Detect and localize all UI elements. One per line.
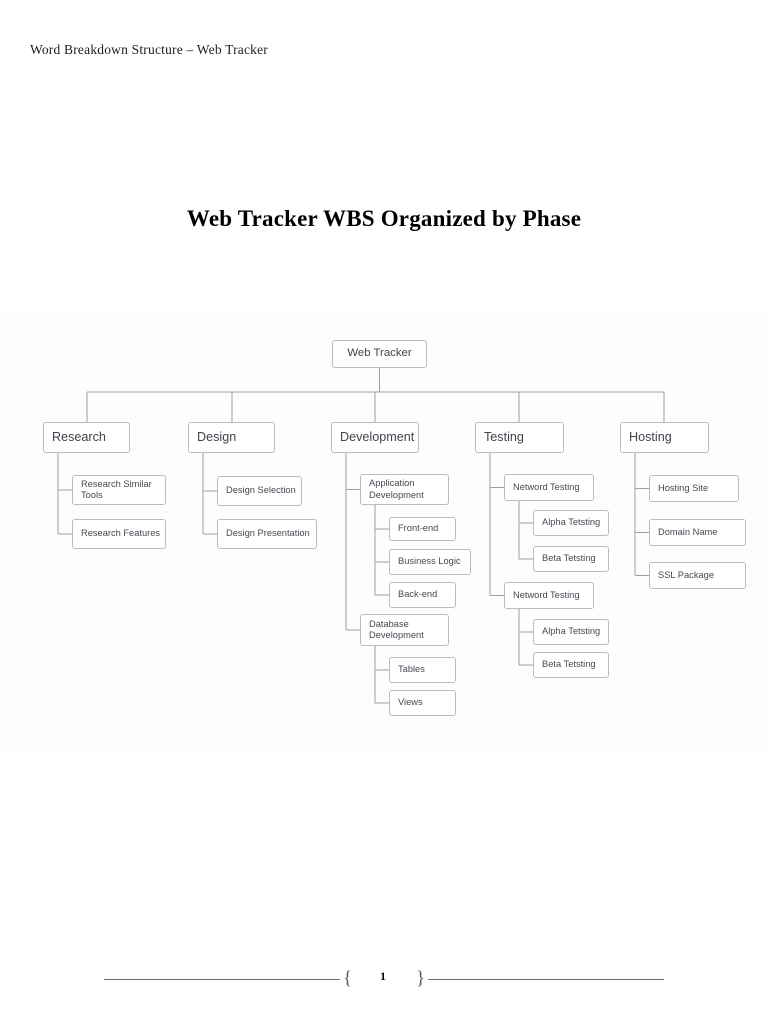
- wbs-node-beta-testing-2: Beta Tetsting: [533, 652, 609, 678]
- wbs-node-research: Research: [43, 422, 130, 453]
- wbs-node-hosting-site: Hosting Site: [649, 475, 739, 502]
- wbs-node-application-development: Application Development: [360, 474, 449, 505]
- wbs-node-research-similar-tools: Research Similar Tools: [72, 475, 166, 505]
- wbs-node-design-presentation: Design Presentation: [217, 519, 317, 549]
- wbs-node-network-testing-2: Netword Testing: [504, 582, 594, 609]
- wbs-node-research-features: Research Features: [72, 519, 166, 549]
- footer-rule-right: [428, 979, 664, 980]
- wbs-node-design-selection: Design Selection: [217, 476, 302, 506]
- wbs-node-network-testing-1: Netword Testing: [504, 474, 594, 501]
- wbs-node-business-logic: Business Logic: [389, 549, 471, 575]
- wbs-node-tables: Tables: [389, 657, 456, 683]
- wbs-node-views: Views: [389, 690, 456, 716]
- wbs-node-alpha-testing-2: Alpha Tetsting: [533, 619, 609, 645]
- wbs-node-alpha-testing-1: Alpha Tetsting: [533, 510, 609, 536]
- wbs-node-testing: Testing: [475, 422, 564, 453]
- document-header: Word Breakdown Structure – Web Tracker: [30, 42, 269, 57]
- wbs-node-beta-testing-1: Beta Tetsting: [533, 546, 609, 572]
- wbs-node-ssl-package: SSL Package: [649, 562, 746, 589]
- wbs-node-design: Design: [188, 422, 275, 453]
- wbs-node-root: Web Tracker: [332, 340, 427, 368]
- wbs-node-front-end: Front-end: [389, 517, 456, 541]
- page-footer: { 1 }: [0, 960, 768, 1000]
- footer-brace-left-icon: {: [343, 968, 353, 989]
- page-title: Web Tracker WBS Organized by Phase: [186, 206, 582, 231]
- wbs-node-hosting: Hosting: [620, 422, 709, 453]
- page-number: 1: [380, 971, 386, 983]
- wbs-node-back-end: Back-end: [389, 582, 456, 608]
- wbs-node-database-development: Database Development: [360, 614, 449, 646]
- footer-brace-right-icon: }: [416, 968, 426, 989]
- footer-rule-left: [104, 979, 340, 980]
- wbs-node-development: Development: [331, 422, 419, 453]
- wbs-node-domain-name: Domain Name: [649, 519, 746, 546]
